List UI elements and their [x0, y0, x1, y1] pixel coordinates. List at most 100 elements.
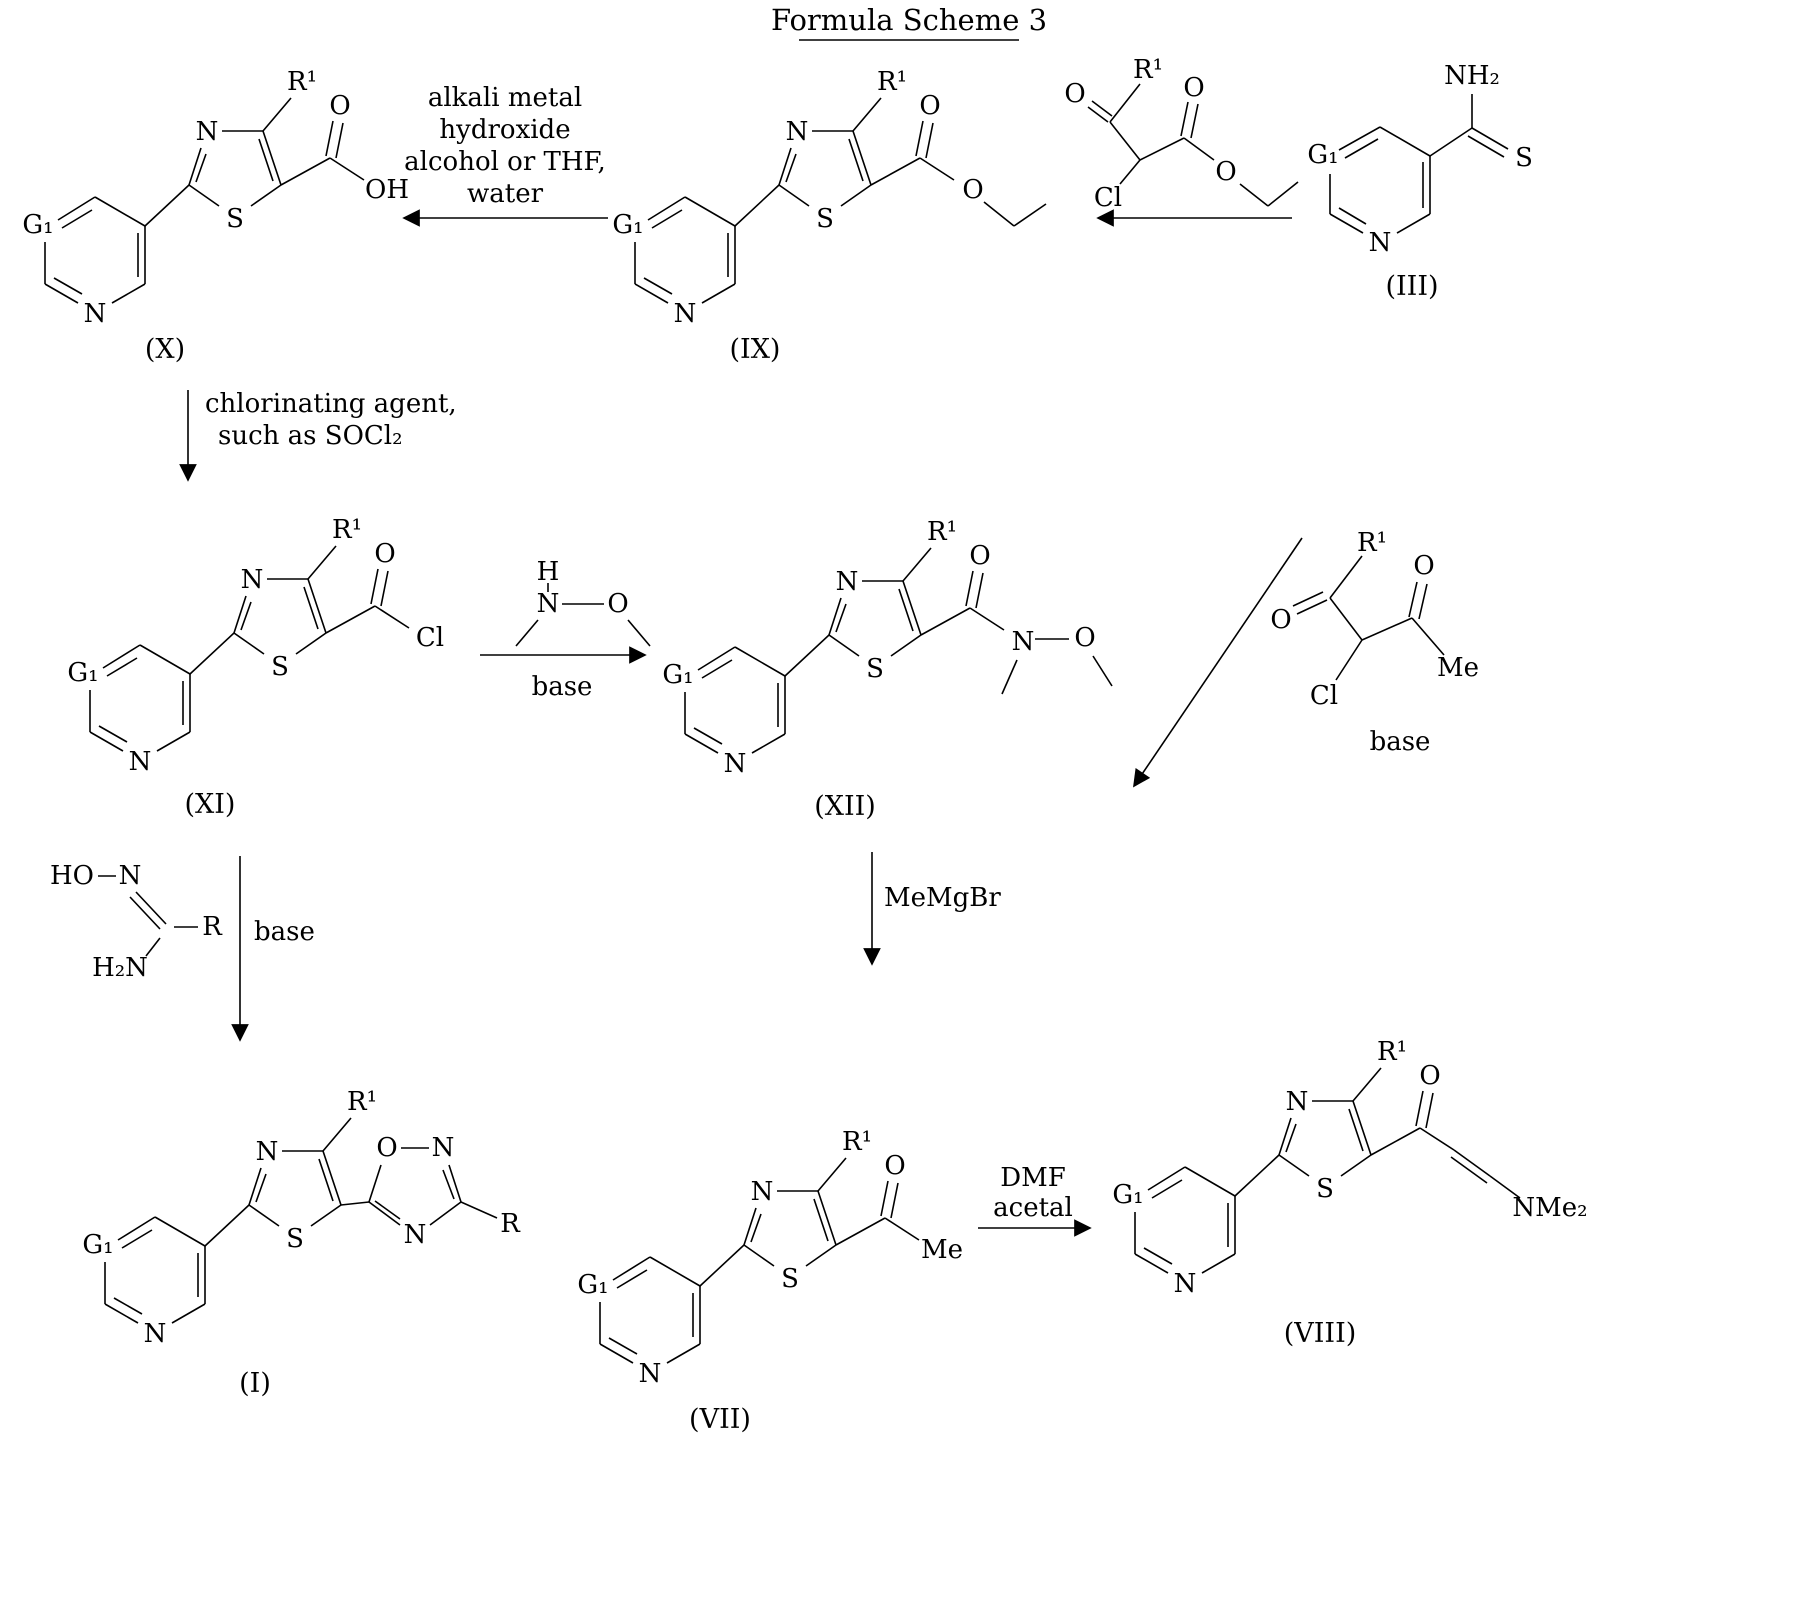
reagent-dmf-line2: acetal — [993, 1193, 1073, 1223]
atom-R1: R¹ — [287, 67, 317, 97]
atom-N: N — [84, 299, 107, 329]
atom-N: N — [1012, 627, 1035, 657]
reagent-hydroxylamine: H N O base — [515, 557, 651, 702]
atom-N: N — [129, 747, 152, 777]
arrow-diagonal-to-vii — [1133, 537, 1303, 788]
atom-N: N — [119, 861, 142, 891]
reagent-chloro-diketone: O R¹ Cl O Me base — [1270, 528, 1479, 757]
atom-N: N — [724, 749, 747, 779]
reagent-hydrolysis-line4: water — [467, 179, 544, 209]
atom-O: O — [1183, 73, 1204, 103]
atom-S: S — [226, 204, 244, 234]
structure-VIII-bonds — [1134, 1067, 1382, 1274]
atom-R1: R¹ — [332, 515, 362, 545]
reagent-dmf-line1: DMF — [1000, 1163, 1066, 1193]
structure-XII: G₁ N N S R¹ O N O (XII) — [662, 517, 1113, 822]
compound-label-X: (X) — [145, 334, 185, 365]
atom-S: S — [781, 1264, 799, 1294]
atom-N: N — [196, 117, 219, 147]
structure-I: G₁ N N S R¹ O N N R (I) — [82, 1087, 521, 1399]
arrows — [179, 209, 1303, 1237]
atom-NH2: NH₂ — [1444, 61, 1500, 91]
atom-R1: R¹ — [1133, 55, 1163, 85]
atom-R1: R¹ — [842, 1127, 872, 1157]
atom-S: S — [866, 654, 884, 684]
atom-H: H — [537, 557, 560, 587]
atom-R1: R¹ — [927, 517, 957, 547]
atom-G1: G₁ — [1307, 140, 1338, 170]
atom-N: N — [1286, 1087, 1309, 1117]
structure-XII-carbonyl — [920, 570, 1005, 636]
reagent-base-label: base — [532, 672, 593, 702]
atom-N: N — [1369, 228, 1392, 258]
compound-label-III: (III) — [1385, 271, 1438, 302]
compound-label-VII: (VII) — [689, 1404, 751, 1435]
atom-O: O — [884, 1151, 905, 1181]
atom-R1: R¹ — [1357, 528, 1387, 558]
atom-Me: Me — [1437, 653, 1479, 683]
atom-Me: Me — [921, 1235, 963, 1265]
atom-N: N — [241, 565, 264, 595]
atom-N: N — [639, 1359, 662, 1389]
atom-R1: R¹ — [347, 1087, 377, 1117]
reagent-chlorination-line1: chlorinating agent, — [205, 389, 457, 419]
atom-S: S — [1515, 143, 1533, 173]
atom-G1: G₁ — [1112, 1180, 1143, 1210]
atom-O: O — [329, 91, 350, 121]
atom-G1: G₁ — [67, 658, 98, 688]
reagent-chlorination-line2: such as SOCl₂ — [218, 421, 403, 451]
structure-III: G₁ N NH₂ S (III) — [1307, 61, 1533, 302]
structure-VIII: G₁ N N S R¹ O NMe₂ (VIII) — [1112, 1037, 1587, 1349]
atom-H2N: H₂N — [92, 953, 148, 983]
structure-X-carbonyl — [280, 120, 365, 186]
reagent-hydrolysis-line2: hydroxide — [439, 115, 570, 145]
reagent-hydrolysis: alkali metal hydroxide alcohol or THF, w… — [404, 83, 606, 209]
reagent-amidoxime: HO N R H₂N base — [50, 861, 315, 983]
atom-N: N — [836, 567, 859, 597]
atom-O: O — [376, 1133, 397, 1163]
atom-O: O — [1074, 623, 1095, 653]
reagent-memgbr: MeMgBr — [884, 883, 1001, 913]
atom-R1: R¹ — [877, 67, 907, 97]
compound-label-XII: (XII) — [814, 791, 876, 822]
atom-O: O — [1064, 79, 1085, 109]
atom-S: S — [286, 1224, 304, 1254]
atom-N: N — [144, 1319, 167, 1349]
structure-X: G₁ N N S R¹ O OH (X) — [22, 67, 409, 365]
atom-OH: OH — [365, 175, 409, 205]
structure-IX-carbonyl — [870, 120, 955, 186]
atom-O: O — [1270, 605, 1291, 635]
atom-N: N — [1174, 1269, 1197, 1299]
structure-VII-carbonyl — [835, 1180, 920, 1246]
atom-N: N — [537, 589, 560, 619]
atom-O: O — [607, 589, 628, 619]
atom-G1: G₁ — [82, 1230, 113, 1260]
reagent-dmf-acetal: DMF acetal — [993, 1163, 1073, 1223]
atom-O: O — [1413, 551, 1434, 581]
atom-G1: G₁ — [612, 210, 643, 240]
structure-XI: G₁ N N S R¹ O Cl (XI) — [67, 515, 444, 820]
scheme-title: Formula Scheme 3 — [771, 3, 1047, 37]
compound-label-IX: (IX) — [730, 334, 781, 365]
structure-IX-bonds — [634, 97, 882, 304]
atom-R: R — [500, 1209, 521, 1239]
atom-G1: G₁ — [577, 1270, 608, 1300]
atom-N: N — [751, 1177, 774, 1207]
atom-O: O — [1215, 157, 1236, 187]
structure-VII-bonds — [599, 1157, 847, 1364]
structure-XI-carbonyl — [325, 568, 410, 634]
atom-Cl: Cl — [1310, 681, 1338, 711]
reagent-base-label: base — [1370, 727, 1431, 757]
compound-label-XI: (XI) — [185, 789, 236, 820]
reagent-hydrolysis-line1: alkali metal — [428, 83, 582, 113]
atom-O: O — [374, 539, 395, 569]
atom-G1: G₁ — [662, 660, 693, 690]
structure-I-bonds — [104, 1117, 352, 1324]
atom-O: O — [962, 175, 983, 205]
atom-N: N — [432, 1133, 455, 1163]
atom-N: N — [786, 117, 809, 147]
atom-R: R — [202, 912, 223, 942]
atom-Cl: Cl — [416, 623, 444, 653]
